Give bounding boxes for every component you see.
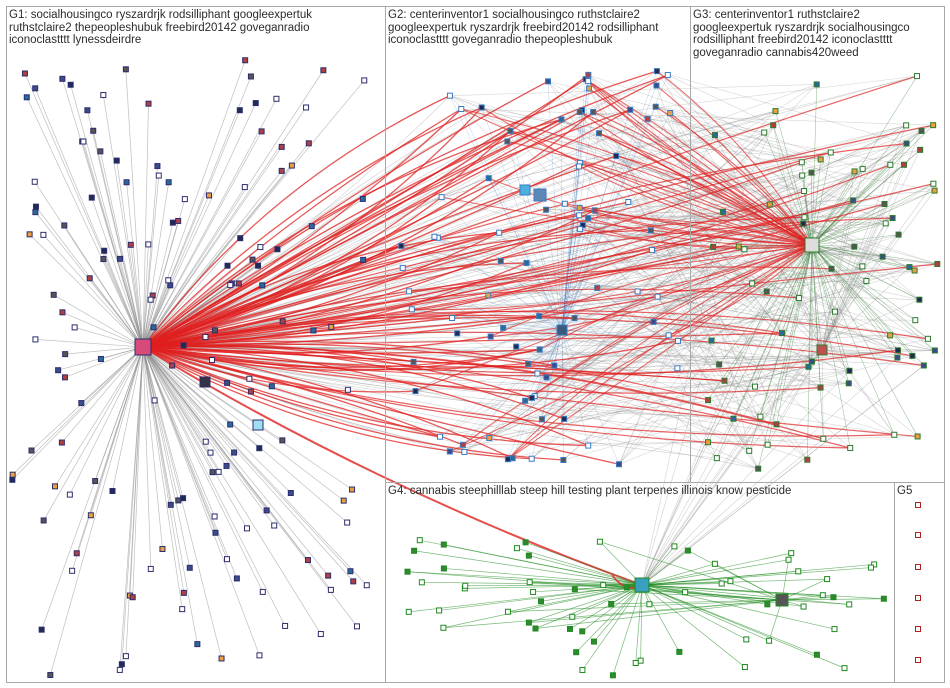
group-label-g2: G2: centerinventor1 socialhousingco ruth…: [388, 9, 688, 47]
group-label-g4: G4: cannabis steephilllab steep hill tes…: [388, 485, 893, 498]
group-box-g2: [385, 6, 691, 483]
group-box-g1: [6, 6, 386, 683]
group-label-g3: G3: centerinventor1 ruthstclaire2 google…: [693, 9, 943, 59]
group-box-g5: [894, 482, 945, 683]
group-box-g4: [385, 482, 895, 683]
group-box-g3: [690, 6, 945, 483]
group-label-g1: G1: socialhousingco ryszardrjk rodsillip…: [9, 9, 384, 47]
group-label-g5: G5: [897, 485, 942, 498]
